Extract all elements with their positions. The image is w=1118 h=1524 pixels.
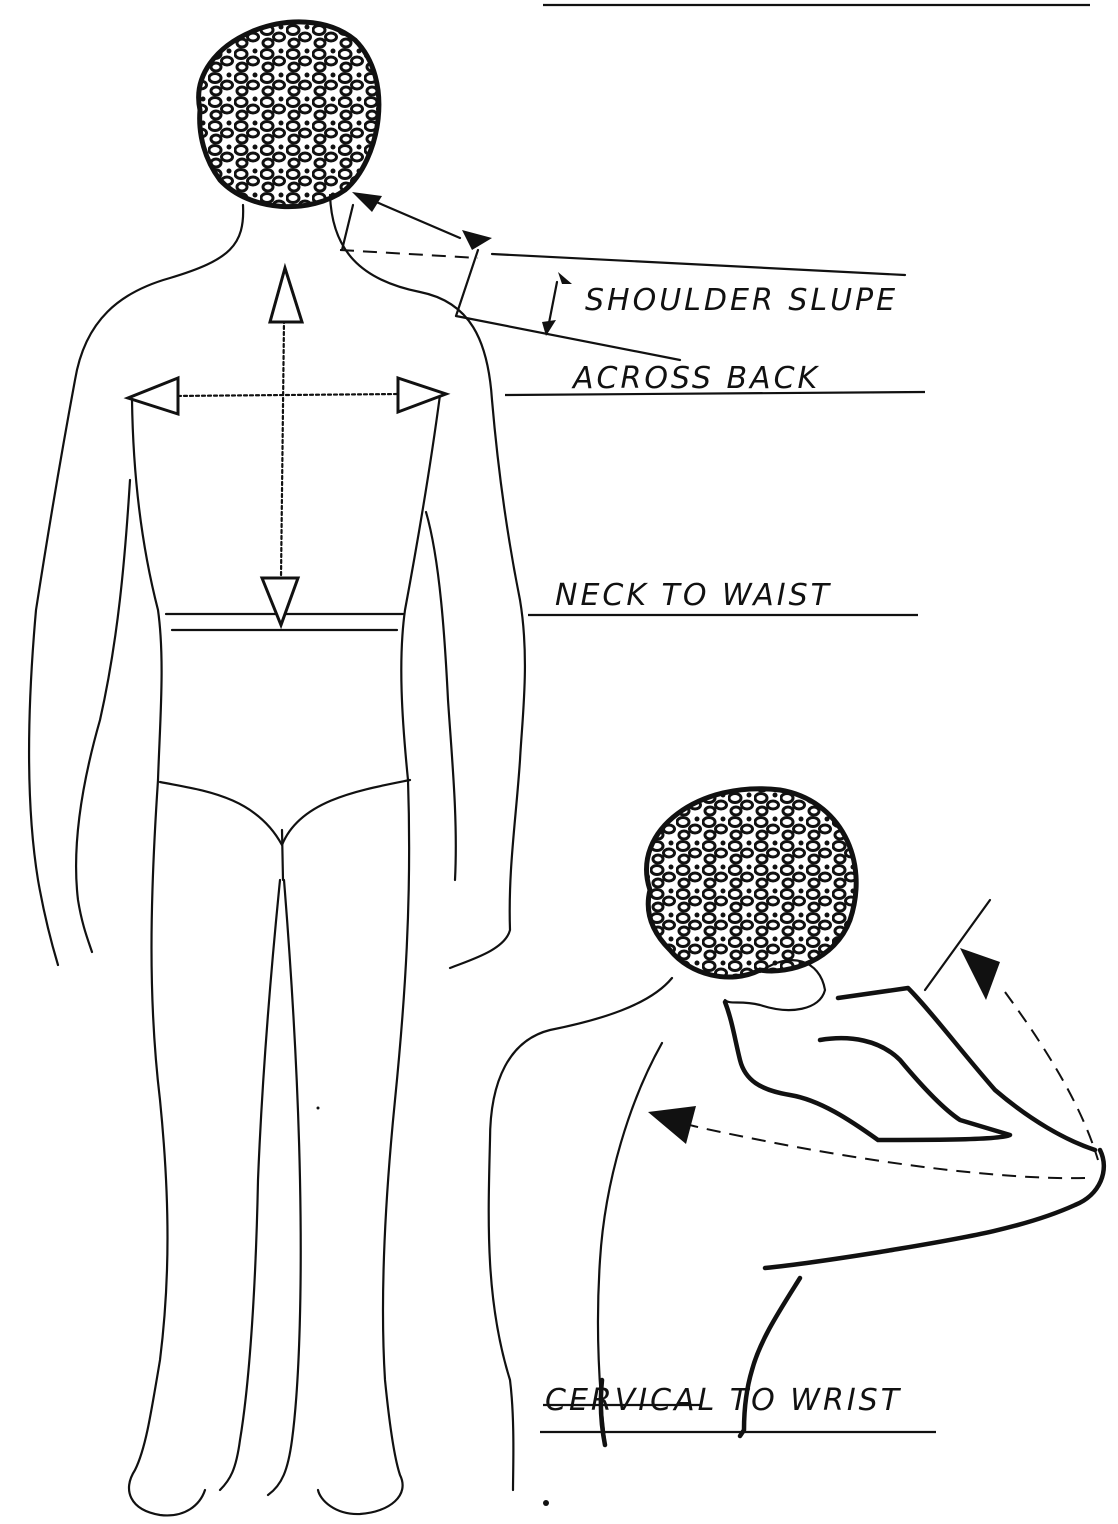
right-leg-outer xyxy=(318,780,409,1514)
briefs-outline xyxy=(160,780,410,845)
torso-right-side xyxy=(401,395,440,780)
neck-to-waist-arrow xyxy=(262,268,302,625)
left-inner-arm xyxy=(76,480,130,952)
right-inner-arm xyxy=(426,512,456,880)
label-shoulder-slope: SHOULDER SLUPE xyxy=(585,283,898,318)
left-leg-inner xyxy=(220,880,280,1490)
label-cervical-to-wrist: CERVICAL TO WRIST xyxy=(545,1383,902,1418)
stray-dot-2 xyxy=(317,1107,320,1110)
torso-inner-line xyxy=(598,1043,662,1440)
body-outline-right xyxy=(330,195,525,968)
buttock-cleft xyxy=(282,830,283,880)
label-neck-to-waist: NECK TO WAIST xyxy=(555,578,832,613)
hair-side-view xyxy=(647,789,857,977)
across-back-rule xyxy=(505,392,925,395)
label-across-back: ACROSS BACK xyxy=(571,361,820,396)
hair-back-view xyxy=(199,22,379,207)
left-leg-outer xyxy=(129,780,205,1515)
torso-left-side xyxy=(132,400,162,780)
back-view-figure xyxy=(29,22,525,1515)
arm-fold xyxy=(725,1002,1010,1140)
across-back-arrow xyxy=(128,378,446,414)
body-outline-left xyxy=(29,205,243,965)
right-leg-inner xyxy=(268,880,301,1495)
stray-dot xyxy=(543,1500,549,1506)
shoulder-slope-arrows xyxy=(340,192,905,360)
